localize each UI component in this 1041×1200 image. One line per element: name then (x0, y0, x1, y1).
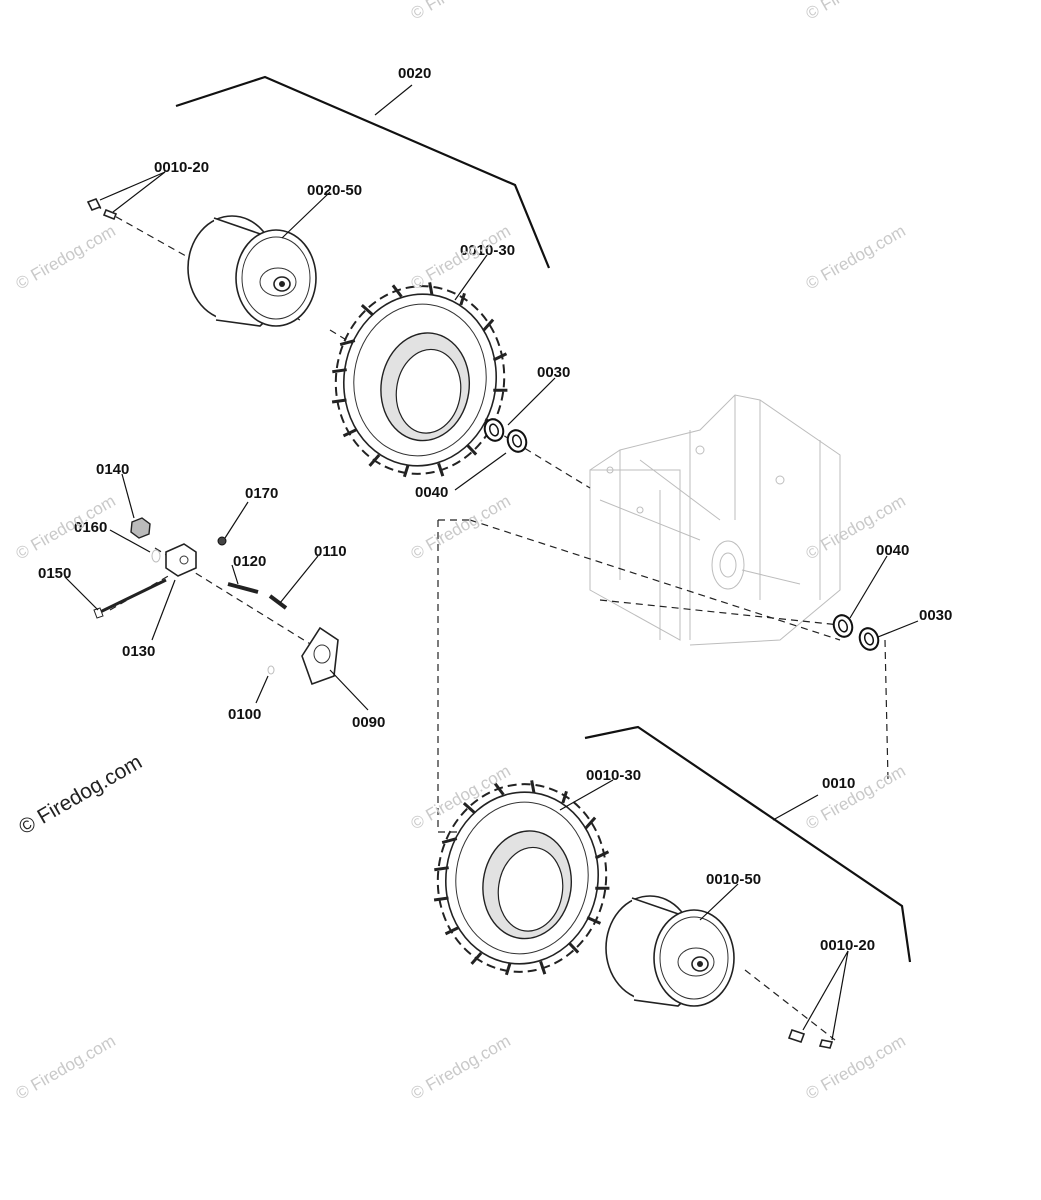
watermark-text: © Firedog.com (13, 221, 119, 293)
callout-0140: 0140 (96, 461, 129, 478)
callout-0090: 0090 (352, 714, 385, 731)
callout-0010-30-top: 0010-30 (460, 242, 515, 259)
watermarks: © Firedog.com © Firedog.com © Firedog.co… (13, 0, 909, 1103)
watermark-text: © Firedog.com (803, 221, 909, 293)
callout-0010-20-bottom: 0010-20 (820, 937, 875, 954)
callout-0170: 0170 (245, 485, 278, 502)
watermark-text: © Firedog.com (408, 1031, 514, 1103)
callout-0100: 0100 (228, 706, 261, 723)
callout-0040-top: 0040 (415, 484, 448, 501)
washer-0040-right (829, 611, 857, 641)
watermark-text: © Firedog.com (13, 1031, 119, 1103)
callout-0030-top: 0030 (537, 364, 570, 381)
washer-0040-top (503, 426, 531, 456)
drive-components (93, 517, 339, 686)
callout-0120: 0120 (233, 553, 266, 570)
group-bracket-0020 (175, 75, 551, 269)
callout-0150: 0150 (38, 565, 71, 582)
callout-0130: 0130 (122, 643, 155, 660)
callout-0020: 0020 (398, 65, 431, 82)
callout-0020-50: 0020-50 (307, 182, 362, 199)
callout-0010: 0010 (822, 775, 855, 792)
callout-0030-right: 0030 (919, 607, 952, 624)
pins-0010-20-bottom (787, 1028, 834, 1049)
pins-0010-20-top (86, 197, 118, 221)
watermark-text: © Firedog.com (408, 491, 514, 563)
rim-0020-50 (187, 215, 317, 327)
callout-0010-20-top: 0010-20 (154, 159, 209, 176)
tire-top-0010-30 (317, 269, 523, 491)
callout-leaders (64, 171, 919, 1041)
callout-labels: 0020 0010-20 0020-50 0010-30 0030 0040 0… (38, 65, 952, 954)
washer-0030-right (855, 624, 883, 654)
watermark-logo-text: © Firedog.com (15, 750, 146, 839)
callout-0110: 0110 (314, 543, 347, 560)
callout-0010-30-bottom: 0010-30 (586, 767, 641, 784)
callout-0040-right: 0040 (876, 542, 909, 559)
callout-0160: 0160 (74, 519, 107, 536)
watermark-text: © Firedog.com (408, 0, 514, 23)
frame-housing (589, 394, 841, 646)
watermark-text: © Firedog.com (803, 0, 909, 23)
rim-0010-50 (605, 895, 735, 1007)
watermark-text: © Firedog.com (803, 761, 909, 833)
group-bracket-0010 (584, 725, 912, 963)
callout-0010-50: 0010-50 (706, 871, 761, 888)
watermark-text: © Firedog.com (803, 1031, 909, 1103)
